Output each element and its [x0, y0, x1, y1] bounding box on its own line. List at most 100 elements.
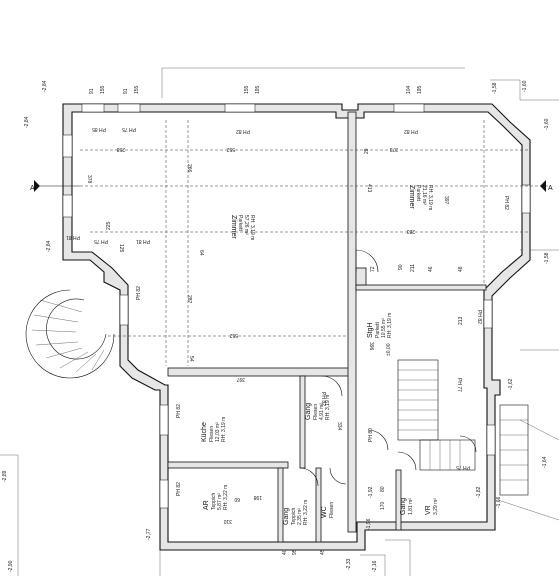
section-marker-left: A	[30, 185, 35, 192]
sill-label: PH 82	[136, 286, 142, 300]
sill-label: PH 82	[176, 404, 182, 418]
dim-label: 397	[443, 196, 449, 205]
dim-label: 90	[398, 264, 404, 270]
dim-label: 396	[368, 342, 374, 351]
room-area: 57,26 m²	[243, 215, 249, 235]
dim-label: 334	[336, 422, 342, 431]
site-boundary	[0, 67, 559, 576]
room-floor: Fliesen	[329, 502, 335, 518]
dim-label: 54	[188, 356, 194, 362]
room-kuche: Küche Fliesen 12,03 m² RH: 3,19 m	[201, 417, 227, 442]
sill-label: PH 82	[236, 128, 250, 134]
level-label: -2,90	[8, 560, 14, 572]
dim-label: 155	[100, 85, 106, 94]
level-label: -1,96	[366, 518, 372, 530]
dim-label: 195	[417, 85, 423, 94]
room-vr: VR 3,29 m²	[425, 498, 439, 515]
level-label: -1,62	[508, 378, 514, 390]
dim-label: 310	[223, 518, 232, 524]
room-height: RH: 3,19 m	[221, 417, 227, 442]
exterior-walls	[62, 103, 531, 551]
level-label: -1,60	[544, 118, 550, 130]
level-label: ±0,00	[386, 343, 392, 356]
room-floor: Fliesen	[209, 426, 215, 442]
room-wc: WC Fliesen	[321, 502, 335, 518]
room-height: RH: 3,19 m	[427, 185, 433, 210]
dim-label: 72	[370, 266, 376, 272]
dim-label: 40	[282, 549, 288, 555]
sill-label: PH 75	[456, 464, 470, 470]
dim-label: 29	[364, 148, 370, 154]
dim-label: 125	[118, 244, 124, 253]
room-floor: Fliesen	[313, 404, 319, 420]
dim-label: 48	[458, 266, 464, 272]
sill-label: PH 82	[404, 128, 418, 134]
room-height: RH: 3,19 m	[325, 395, 331, 420]
dim-label: 60	[234, 496, 240, 502]
spiral-stair	[25, 289, 115, 379]
level-label: -1,82	[476, 486, 482, 498]
room-name: Zimmer	[230, 215, 237, 239]
dim-label: 213	[458, 316, 464, 325]
sill-label: PH 82	[176, 482, 182, 496]
room-name: Gang	[400, 498, 407, 515]
level-label: -2,84	[24, 116, 30, 128]
level-label: -1,92	[368, 486, 374, 498]
room-name: Küche	[201, 422, 208, 442]
room-floor: Parkett	[375, 322, 381, 338]
room-area: 21,16 m²	[421, 185, 427, 205]
room-height: RH: 3,22 m	[223, 485, 229, 510]
sill-label: PH 82	[476, 310, 482, 324]
dim-label: 195	[255, 85, 261, 94]
sill-label: PH 75	[94, 238, 108, 244]
room-area: 1,81 m²	[408, 498, 414, 515]
room-name: StgH	[367, 322, 374, 338]
room-zimmer-big: Zimmer Parkett 57,26 m² RH: 3,19 m	[230, 215, 255, 240]
sill-label: PH 82	[503, 196, 509, 210]
dim-label: 155	[134, 85, 140, 94]
dim-label: 155	[244, 85, 250, 94]
room-ar: AR Teppich 5,87 m² RH: 3,22 m	[203, 485, 229, 510]
dimension-labels: 91 155 91 155 155 195 104 195 552 552 37…	[86, 85, 464, 555]
room-area: 2,35 m²	[297, 508, 303, 525]
level-label: -2,84	[46, 240, 52, 252]
level-label: -1,58	[544, 252, 550, 264]
sill-label: PH 77	[456, 378, 462, 392]
sill-heights: PH 81 PH 82 PH 82 PH 81 PH 82 PH 82 PH 8…	[66, 126, 509, 496]
dim-label: 91	[89, 88, 95, 94]
room-name: AR	[203, 500, 210, 510]
dim-label: 258	[116, 146, 125, 152]
windows	[62, 103, 531, 509]
sill-label: PH 75	[122, 126, 136, 132]
room-stgh: StgH Parkett 10,55 m² RH: 3,19 m	[367, 313, 393, 338]
room-area: 3,29 m²	[433, 498, 439, 515]
room-name: WC	[321, 506, 328, 518]
dim-label: 552	[226, 146, 235, 152]
level-label: -2,16	[372, 560, 378, 572]
internal-stair	[397, 359, 529, 496]
level-label: -2,84	[42, 80, 48, 92]
level-label: -2,77	[146, 528, 152, 540]
level-label: -2,89	[2, 470, 8, 482]
sill-label: PH 81	[66, 234, 80, 240]
room-floor: Parkett	[415, 185, 421, 201]
room-height: RH: 3,19 m	[387, 313, 393, 338]
dim-label: 95	[292, 549, 298, 555]
room-area: 5,87 m²	[217, 493, 223, 510]
room-zimmer-right: Zimmer Parkett 21,16 m² RH: 3,19 m	[408, 185, 433, 210]
sill-label: PH 82	[320, 392, 326, 406]
level-markers: -2,84 -2,84 -2,84 -1,58 -1,60 -1,60 -1,5…	[2, 80, 550, 572]
dim-label: 80	[380, 486, 386, 492]
dim-label: 266	[186, 164, 192, 173]
sill-label: PH 85	[92, 126, 106, 132]
dim-label: 104	[406, 85, 412, 94]
sill-label: PH 81	[136, 238, 150, 244]
dim-label: 211	[410, 264, 416, 272]
level-label: -1,64	[542, 456, 548, 468]
doors	[299, 249, 477, 487]
dim-label: 225	[106, 221, 112, 230]
dim-label: 413	[366, 184, 372, 193]
dim-label: 552	[229, 332, 238, 338]
dim-label: 170	[380, 501, 386, 510]
